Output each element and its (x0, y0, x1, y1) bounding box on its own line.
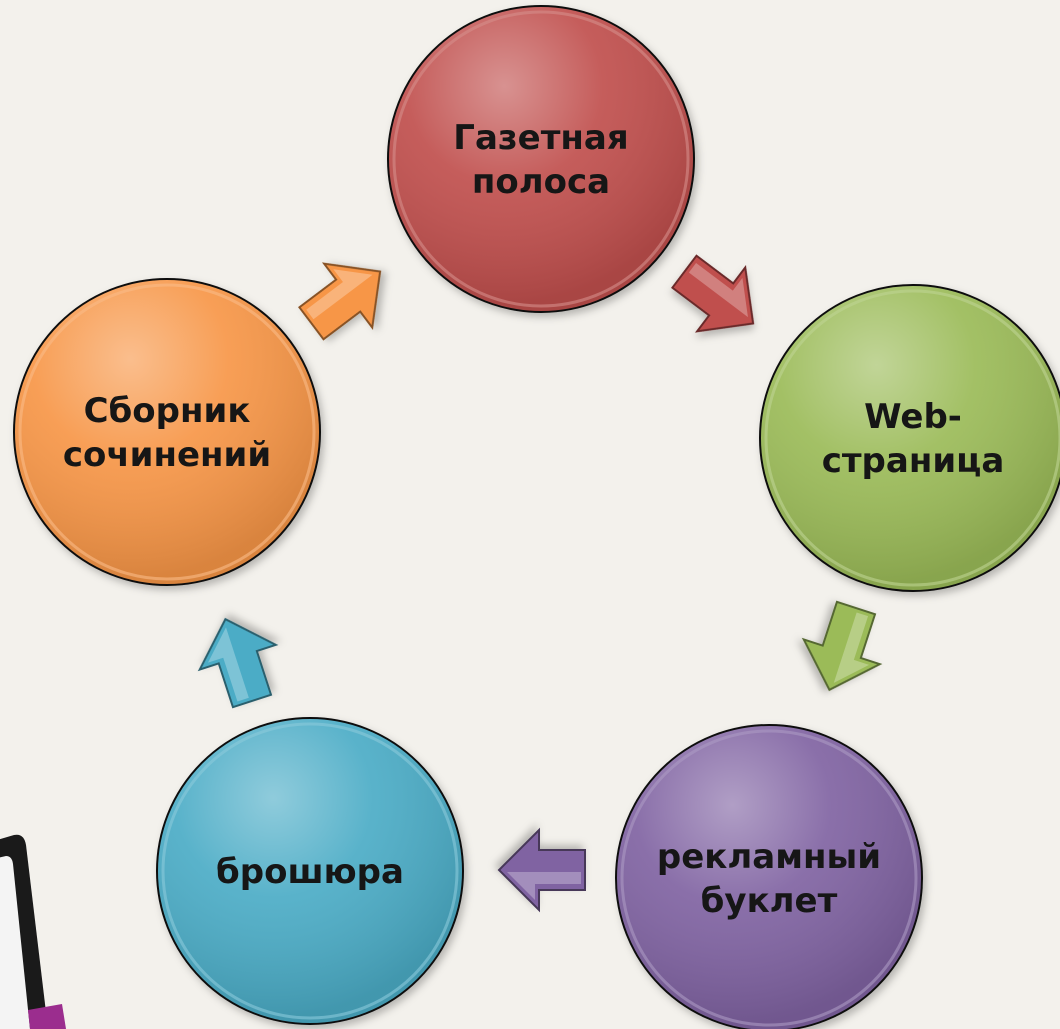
node-label: буклет (701, 881, 838, 921)
cycle-arrow-4 (197, 617, 279, 709)
node-label: Газетная (453, 118, 628, 158)
node-label: Web- (864, 397, 962, 437)
cycle-arrow-5 (298, 262, 382, 341)
cycle-arrow-1 (671, 254, 755, 333)
node-label: брошюра (216, 852, 404, 892)
cycle-node-4: брошюра (156, 717, 464, 1025)
cycle-arrow-2 (801, 600, 883, 692)
cycle-nodes: ГазетнаяполосаWeb-страницарекламныйбукле… (13, 5, 1060, 1029)
cycle-arrows (197, 254, 883, 913)
node-label: Сборник (84, 391, 251, 431)
node-label: полоса (472, 162, 610, 202)
cycle-node-2: Web-страница (759, 284, 1060, 592)
tablet-device-corner (0, 834, 66, 1029)
cycle-arrow-3 (497, 827, 586, 913)
node-label: страница (822, 441, 1005, 481)
node-label: сочинений (63, 435, 271, 475)
node-label: рекламный (657, 837, 881, 877)
